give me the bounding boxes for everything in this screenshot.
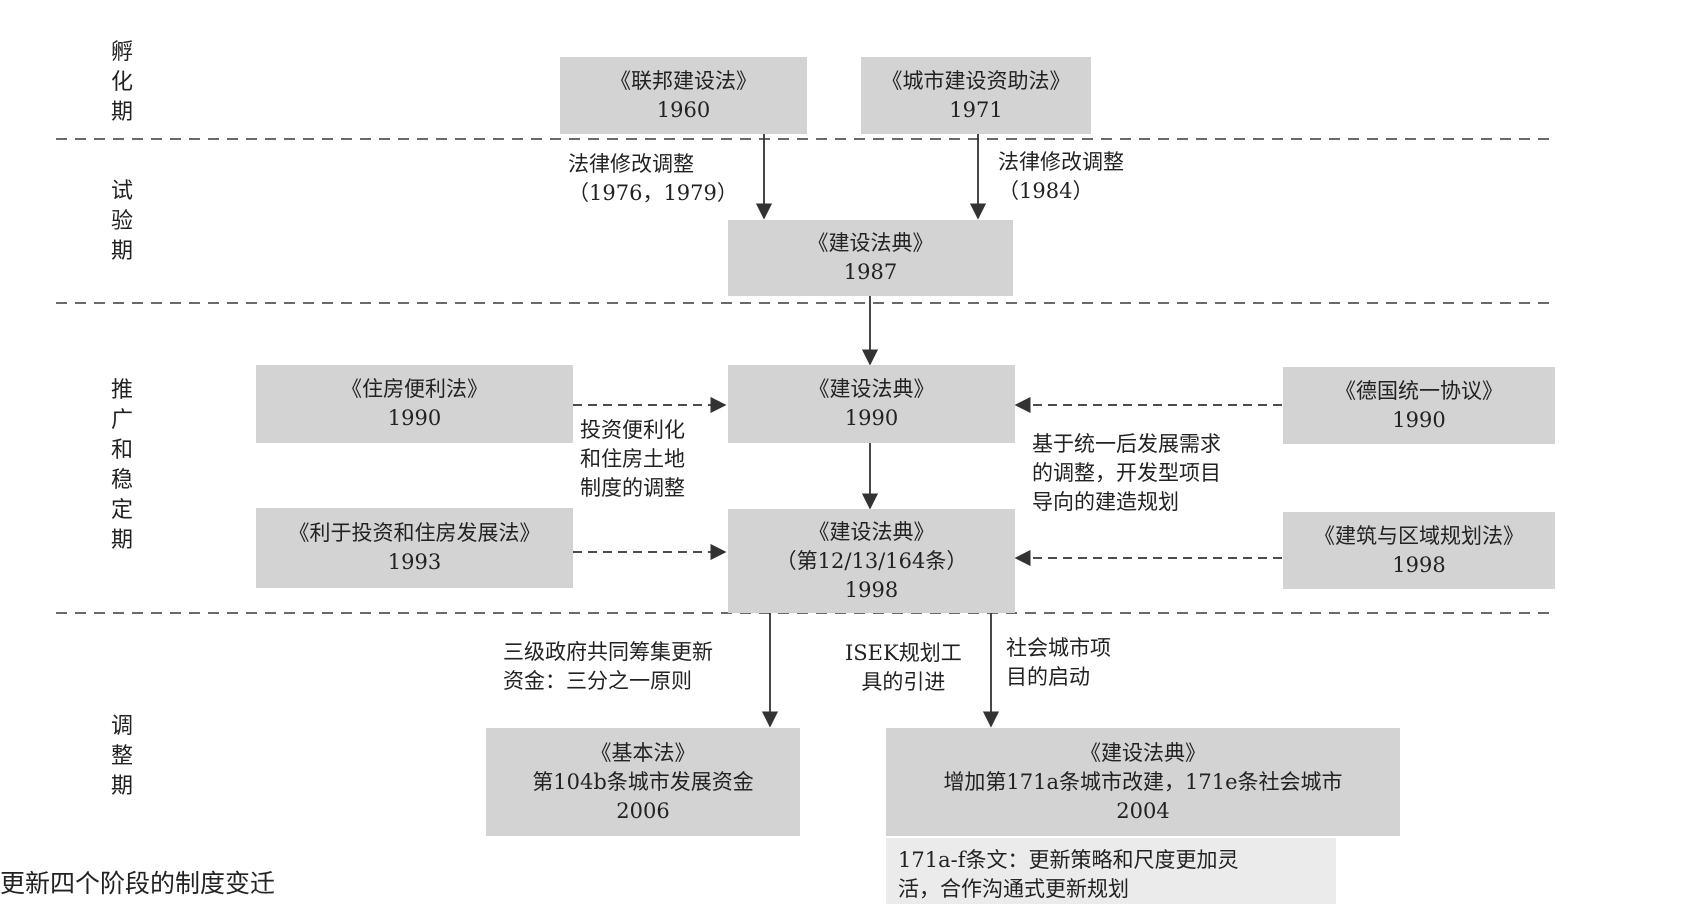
label-three-level-funding: 三级政府共同筹集更新 资金：三分之一原则 bbox=[503, 640, 713, 693]
box-title: 《利于投资和住房发展法》 bbox=[288, 521, 541, 545]
label-social-city-launch: 社会城市项 目的启动 bbox=[1006, 636, 1111, 689]
phase-label-incubation: 孵 化 期 bbox=[110, 40, 133, 125]
box-federal-building-law-1960: 《联邦建设法》 1960 bbox=[560, 57, 807, 134]
box-year: 1998 bbox=[1392, 552, 1446, 577]
box-title: 《建设法典》 bbox=[808, 519, 935, 544]
box-title: 《德国统一协议》 bbox=[1335, 378, 1503, 403]
box-year: 1990 bbox=[1392, 407, 1446, 432]
box-title: 《住房便利法》 bbox=[341, 377, 488, 401]
phase-label-promotion: 推 广 和 稳 定 期 bbox=[110, 378, 133, 553]
box-articles: 增加第171a条城市改建，171e条社会城市 bbox=[943, 769, 1343, 794]
label-investment-facilitation: 投资便利化 和住房土地 制度的调整 bbox=[580, 418, 685, 500]
note-articles-171a-f: 171a-f条文：更新策略和尺度更加灵 活，合作沟通式更新规划 bbox=[886, 838, 1336, 904]
box-title: 《基本法》 bbox=[590, 740, 696, 765]
label-amendment-1976-1979: 法律修改调整 （1976，1979） bbox=[568, 152, 738, 205]
box-title: 《建设法典》 bbox=[808, 377, 935, 401]
box-basic-law-2006: 《基本法》 第104b条城市发展资金 2006 bbox=[486, 728, 800, 836]
box-year: 1998 bbox=[844, 577, 899, 602]
box-unification-treaty-1990: 《德国统一协议》 1990 bbox=[1283, 367, 1555, 444]
label-isek-tool: ISEK规划工 具的引进 bbox=[845, 641, 962, 694]
box-article: 第104b条城市发展资金 bbox=[532, 769, 754, 794]
box-year: 2006 bbox=[616, 798, 670, 823]
box-building-code-1987: 《建设法典》 1987 bbox=[728, 220, 1013, 296]
box-title: 《城市建设资助法》 bbox=[881, 68, 1071, 93]
box-year: 1990 bbox=[844, 406, 899, 430]
figure-caption: 更新四个阶段的制度变迁 bbox=[0, 869, 276, 898]
box-title: 《建筑与区域规划法》 bbox=[1314, 523, 1524, 548]
box-building-code-1998: 《建设法典》 （第12/13/164条） 1998 bbox=[728, 509, 1015, 613]
box-year: 1987 bbox=[843, 260, 898, 284]
box-urban-promotion-law-1971: 《城市建设资助法》 1971 bbox=[861, 57, 1091, 134]
box-year: 1993 bbox=[387, 550, 442, 574]
box-year: 1971 bbox=[949, 97, 1003, 122]
label-amendment-1984: 法律修改调整 （1984） bbox=[998, 150, 1124, 203]
box-building-code-2004: 《建设法典》 增加第171a条城市改建，171e条社会城市 2004 bbox=[886, 728, 1400, 836]
box-housing-facilitation-law-1990: 《住房便利法》 1990 bbox=[256, 365, 573, 443]
box-building-regional-planning-law-1998: 《建筑与区域规划法》 1998 bbox=[1283, 512, 1555, 589]
box-year: 1960 bbox=[656, 97, 711, 122]
phase-label-adjustment: 调 整 期 bbox=[110, 714, 133, 799]
phase-label-trial: 试 验 期 bbox=[110, 179, 133, 264]
box-title: 《建设法典》 bbox=[807, 231, 934, 255]
box-title: 《联邦建设法》 bbox=[610, 68, 757, 93]
label-unification-adjustment: 基于统一后发展需求 的调整，开发型项目 导向的建造规划 bbox=[1032, 432, 1221, 514]
box-investment-housing-law-1993: 《利于投资和住房发展法》 1993 bbox=[256, 508, 573, 588]
box-title: 《建设法典》 bbox=[1080, 740, 1206, 765]
box-building-code-1990: 《建设法典》 1990 bbox=[728, 365, 1015, 443]
box-year: 1990 bbox=[387, 406, 442, 430]
box-articles: （第12/13/164条） bbox=[775, 548, 968, 573]
box-year: 2004 bbox=[1116, 798, 1170, 823]
